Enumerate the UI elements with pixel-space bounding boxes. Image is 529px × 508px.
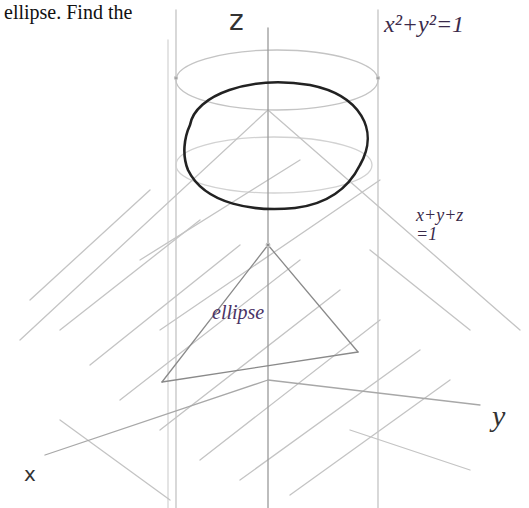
axis-label: z — [229, 6, 244, 35]
curve-label: ellipse — [212, 302, 264, 323]
axis-label: y — [492, 400, 505, 432]
plane-equation: x+y+z =1 — [416, 206, 474, 244]
axis-label: x — [24, 464, 36, 485]
problem-text: ellipse. Find the — [4, 2, 132, 23]
cylinder-equation: x²+y²=1 — [384, 12, 464, 37]
